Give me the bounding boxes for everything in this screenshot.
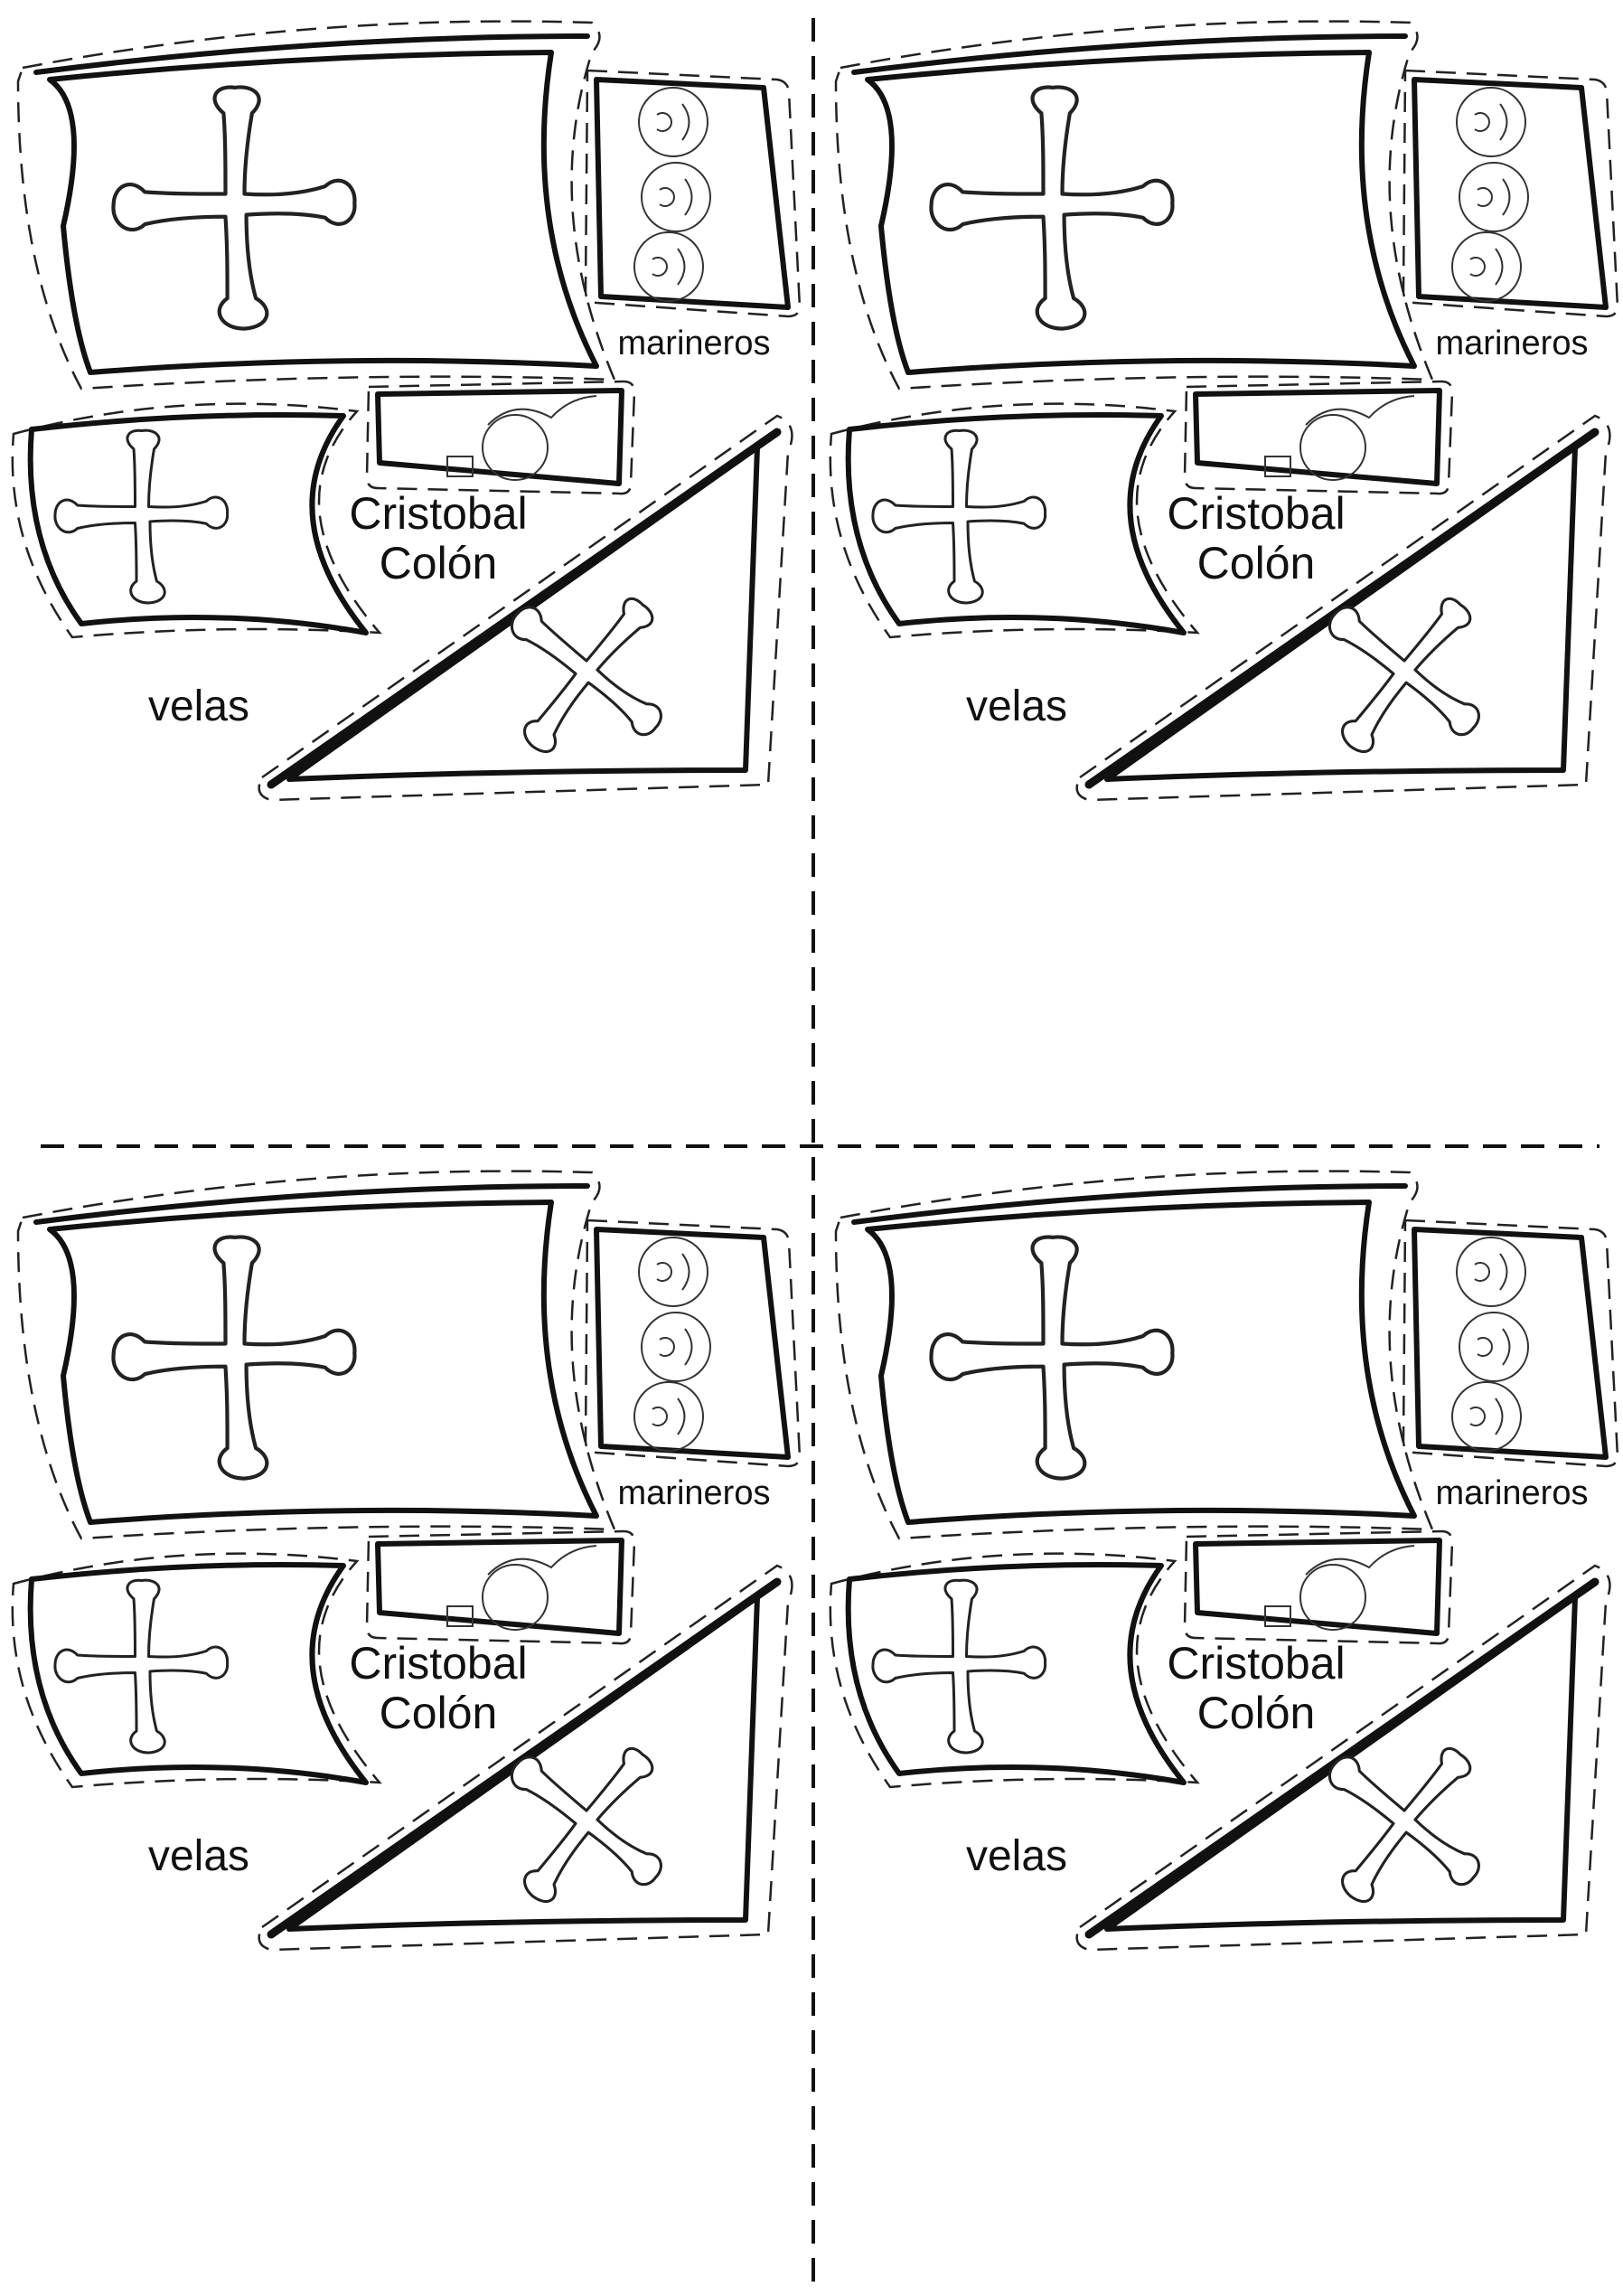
triangle-sail-piece[interactable]: [258, 1564, 793, 1952]
sailors-card[interactable]: [584, 69, 802, 318]
sailor-face: [1456, 1237, 1526, 1307]
sailor-face: [641, 1312, 711, 1382]
sailor-face: [638, 1237, 708, 1307]
sailor-face: [638, 87, 708, 157]
captain-label-line2: Colón: [380, 538, 498, 588]
columbus-portrait: [1264, 395, 1415, 481]
columbus-card[interactable]: [1183, 380, 1454, 495]
sails-label: velas: [966, 682, 1067, 730]
cutout-set-1: marineros Cristobal Colón velas: [11, 20, 802, 802]
sailor-face: [641, 162, 711, 232]
sailor-face: [633, 231, 704, 302]
large-sail-piece[interactable]: [16, 20, 616, 391]
captain-label-line1: Cristobal: [1167, 1638, 1345, 1689]
captain-label-line1: Cristobal: [349, 488, 527, 539]
small-sail-piece[interactable]: [829, 402, 1200, 639]
sailors-card[interactable]: [1402, 69, 1619, 318]
columbus-portrait: [446, 395, 597, 481]
triangle-sail-piece[interactable]: [258, 414, 793, 802]
columbus-card[interactable]: [365, 1529, 636, 1645]
captain-label-line2: Colón: [380, 1688, 498, 1738]
cross-icon: [929, 1235, 1175, 1481]
cross-icon: [53, 428, 230, 605]
sailors-card[interactable]: [1402, 1219, 1619, 1468]
cross-icon: [111, 1235, 357, 1481]
sails-label: velas: [148, 682, 249, 730]
cutout-set-4: marineros Cristobal Colón velas: [829, 1170, 1619, 1952]
cutout-set-3: marineros Cristobal Colón velas: [11, 1170, 802, 1952]
small-sail-piece[interactable]: [829, 1552, 1200, 1789]
triangle-sail-piece[interactable]: [1075, 414, 1611, 802]
cross-icon: [871, 1578, 1047, 1755]
cross-icon: [111, 85, 357, 331]
captain-label-line2: Colón: [1197, 1688, 1316, 1738]
sails-label: velas: [148, 1832, 249, 1880]
sailor-face: [1459, 162, 1529, 232]
columbus-portrait: [1264, 1545, 1415, 1631]
sailor-face: [1451, 231, 1522, 302]
small-sail-piece[interactable]: [11, 1552, 382, 1789]
large-sail-piece[interactable]: [834, 1170, 1434, 1540]
cross-icon: [1327, 597, 1480, 753]
columbus-portrait: [446, 1545, 597, 1631]
captain-label-line1: Cristobal: [349, 1638, 527, 1689]
sailor-face: [1451, 1381, 1522, 1452]
cross-icon: [929, 85, 1175, 331]
sailors-label: marineros: [1436, 1474, 1589, 1512]
sailors-label: marineros: [618, 325, 771, 362]
triangle-sail-piece[interactable]: [1075, 1564, 1611, 1952]
sailor-face: [633, 1381, 704, 1452]
cross-icon: [510, 597, 662, 753]
small-sail-piece[interactable]: [11, 402, 382, 639]
cutout-set-2: marineros Cristobal Colón velas: [829, 20, 1619, 802]
sails-label: velas: [966, 1832, 1067, 1880]
cross-icon: [871, 428, 1047, 605]
captain-label-line1: Cristobal: [1167, 488, 1345, 539]
cross-icon: [510, 1746, 662, 1903]
sailors-card[interactable]: [584, 1219, 802, 1468]
columbus-card[interactable]: [365, 380, 636, 495]
columbus-card[interactable]: [1183, 1529, 1454, 1645]
captain-label-line2: Colón: [1197, 538, 1316, 588]
large-sail-piece[interactable]: [16, 1170, 616, 1540]
sailors-label: marineros: [618, 1474, 771, 1512]
sailor-face: [1459, 1312, 1529, 1382]
large-sail-piece[interactable]: [834, 20, 1434, 391]
sailors-label: marineros: [1436, 325, 1589, 362]
sailor-face: [1456, 87, 1526, 157]
cross-icon: [1327, 1746, 1480, 1903]
cross-icon: [53, 1578, 230, 1755]
